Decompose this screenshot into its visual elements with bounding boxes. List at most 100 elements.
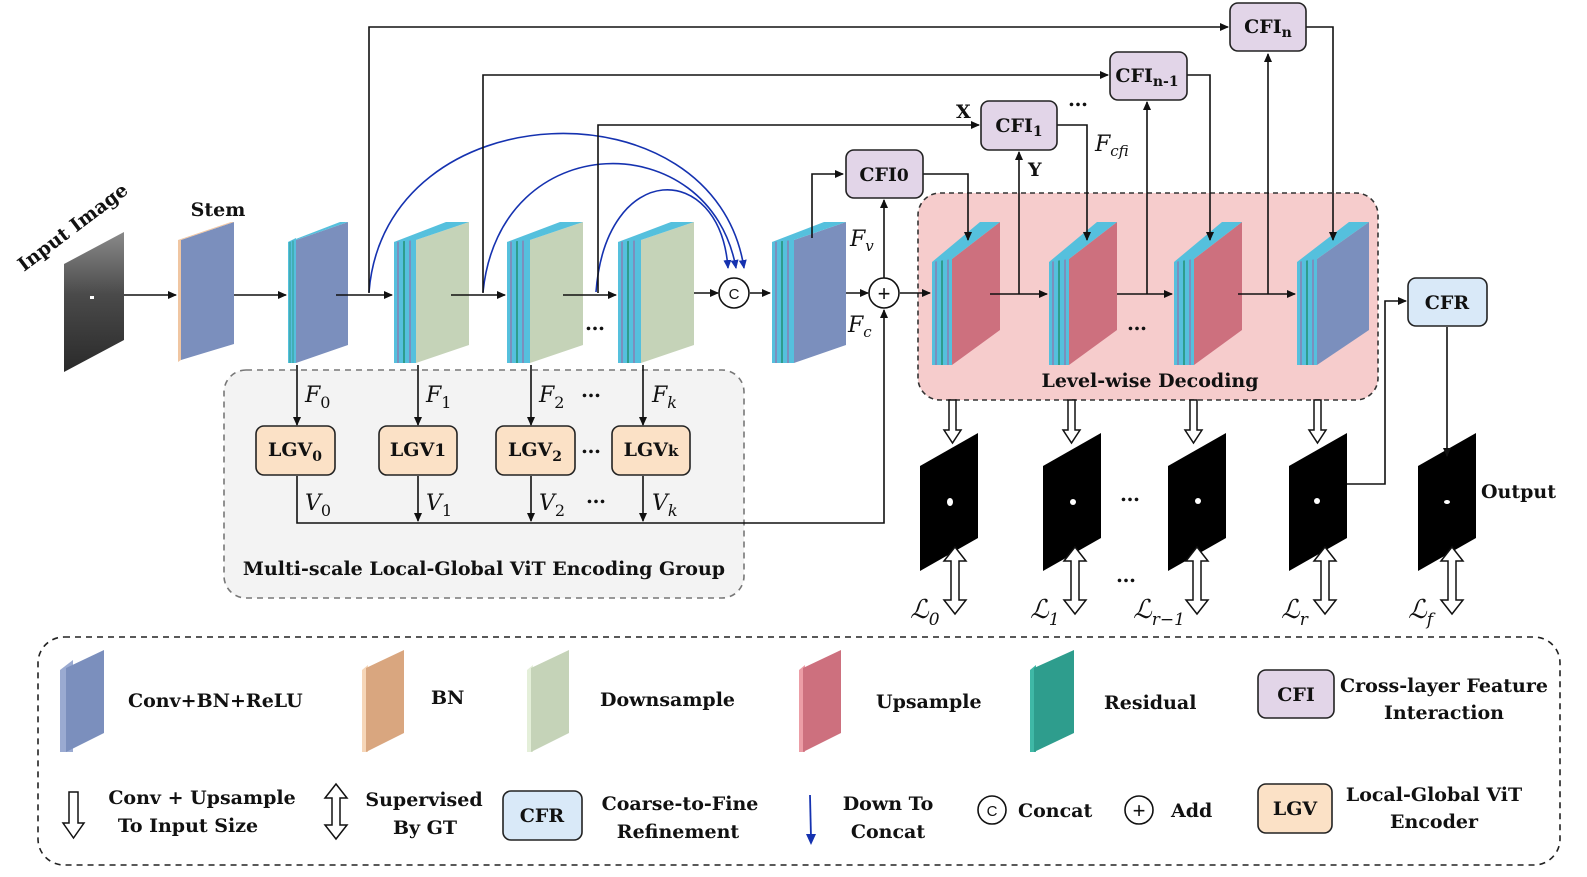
legend-down-label-1: Down To [843,793,934,815]
legend-cfi-label-2: Interaction [1384,702,1504,724]
legend-convup-label-2: To Input Size [118,815,258,837]
decoding-group-label: Level-wise Decoding [1041,370,1258,392]
legend-supervised-label-2: By GT [393,817,457,839]
legend-box [37,636,1561,866]
loss-f: ℒf [1408,595,1436,630]
legend-add-label: Add [1170,800,1212,822]
feature-fcfi: Fcfi [1094,132,1129,160]
legend-residual-label: Residual [1104,692,1196,714]
legend-bn-label: BN [431,687,464,709]
cfi-output-y: Y [1027,159,1042,181]
add-node: + [868,277,900,309]
svg-text:CFR: CFR [1425,292,1470,314]
cfi-box-1: CFI1 [980,100,1058,151]
output-map [1418,433,1476,571]
encoder-block-1 [394,222,469,363]
loss-r: ℒr [1281,595,1309,630]
cfi-box-n: CFIn [1229,2,1307,52]
legend-supervised-label-1: Supervised [365,789,482,811]
prediction-map-r-1 [1168,433,1226,571]
loss-0: ℒ0 [910,595,940,630]
encoder-block-0 [288,222,348,363]
prediction-map-0 [920,433,978,571]
decoder-block-3 [1297,222,1369,365]
svg-text:CFI: CFI [1277,684,1315,706]
feature-fc: Fc [847,313,872,341]
decoder-block-0 [932,222,1000,365]
legend-cfr-label-2: Refinement [617,821,740,843]
legend-residual-swatch [1030,650,1074,752]
legend-add-icon: + [1124,795,1154,825]
feature-f1: F1 [425,383,451,412]
legend-conv-label: Conv+BN+ReLU [128,690,303,712]
value-v2: V2 [539,491,565,520]
cfi-ellipsis: … [1068,87,1088,111]
cfi-box-n-1: CFIn-1 [1109,51,1188,101]
loss-r-1: ℒr−1 [1133,595,1185,630]
legend-cfi-box: CFI [1257,669,1335,719]
legend-upsample-label: Upsample [876,691,982,713]
svg-text:CFI1: CFI1 [995,115,1042,140]
value-vk: Vk [652,491,678,520]
legend-lgv-box: LGV [1257,783,1333,834]
supervision-arrows [942,545,1465,616]
svg-text:C: C [729,286,740,303]
legend-concat-label: Concat [1018,800,1092,822]
concat-node: C [718,277,750,309]
lgv-box-2: LGV2 [495,425,576,476]
value-v0: V0 [305,491,331,520]
feature-f0: F0 [304,383,330,412]
feature-fk: Fk [651,383,677,412]
svg-text:CFR: CFR [520,805,565,827]
stem-block [178,222,234,362]
encoder-block-2 [507,222,583,363]
svg-text:+: + [1133,798,1146,823]
lgv-ellipsis: … [581,434,601,458]
prediction-map-1 [1043,433,1101,571]
svg-text:CFI0: CFI0 [859,164,909,186]
svg-text:LGV: LGV [1273,798,1319,820]
legend-conv-swatch [60,650,104,752]
svg-text:LGVk: LGVk [624,439,679,461]
decoding-group-box [917,192,1379,401]
input-image [64,232,124,372]
legend-lgv-label-2: Encoder [1390,811,1479,833]
legend-cfi-label-1: Cross-layer Feature [1340,675,1548,697]
legend-supervised-icon [323,782,349,841]
feature-f2: F2 [538,383,564,412]
feature-ellipsis: … [581,378,601,402]
decoder-block-1 [1049,222,1117,365]
svg-text:LGV0: LGV0 [268,439,322,465]
loss-1: ℒ1 [1030,595,1060,630]
cfi-input-x: X [956,101,971,123]
legend-convup-icon [61,791,86,840]
legend-bn-swatch [362,650,404,752]
value-ellipsis: … [586,484,606,508]
value-v1: V1 [426,491,452,520]
lgv-box-k: LGVk [611,425,691,476]
encoding-group-box [223,369,745,599]
encoding-group-label: Multi-scale Local-Global ViT Encoding Gr… [243,558,725,580]
decoder-block-2 [1174,222,1242,365]
legend-down-label-2: Concat [851,821,925,843]
fused-block [772,222,846,363]
output-label: Output [1481,481,1556,503]
encoder-block-k [618,222,694,363]
lgv-box-0: LGV0 [255,425,336,476]
cfr-box: CFR [1407,277,1488,327]
decoder-ellipsis: … [1127,311,1147,335]
stem-label: Stem [191,199,246,221]
legend-lgv-label-1: Local-Global ViT [1346,784,1522,806]
legend-cfr-label-1: Coarse-to-Fine [602,793,759,815]
encoding-arrows [293,309,888,524]
lgv-box-1: LGV1 [378,425,458,476]
svg-text:LGV2: LGV2 [508,439,562,465]
cfi-skip-lines [368,23,1337,294]
prediction-ellipsis-bottom: … [1116,563,1136,587]
cfr-flow [1347,297,1451,485]
prediction-ellipsis-top: … [1120,482,1140,506]
feature-fv: Fv [849,227,874,255]
encoder-ellipsis: … [585,311,605,335]
legend-downsample-label: Downsample [600,689,735,711]
